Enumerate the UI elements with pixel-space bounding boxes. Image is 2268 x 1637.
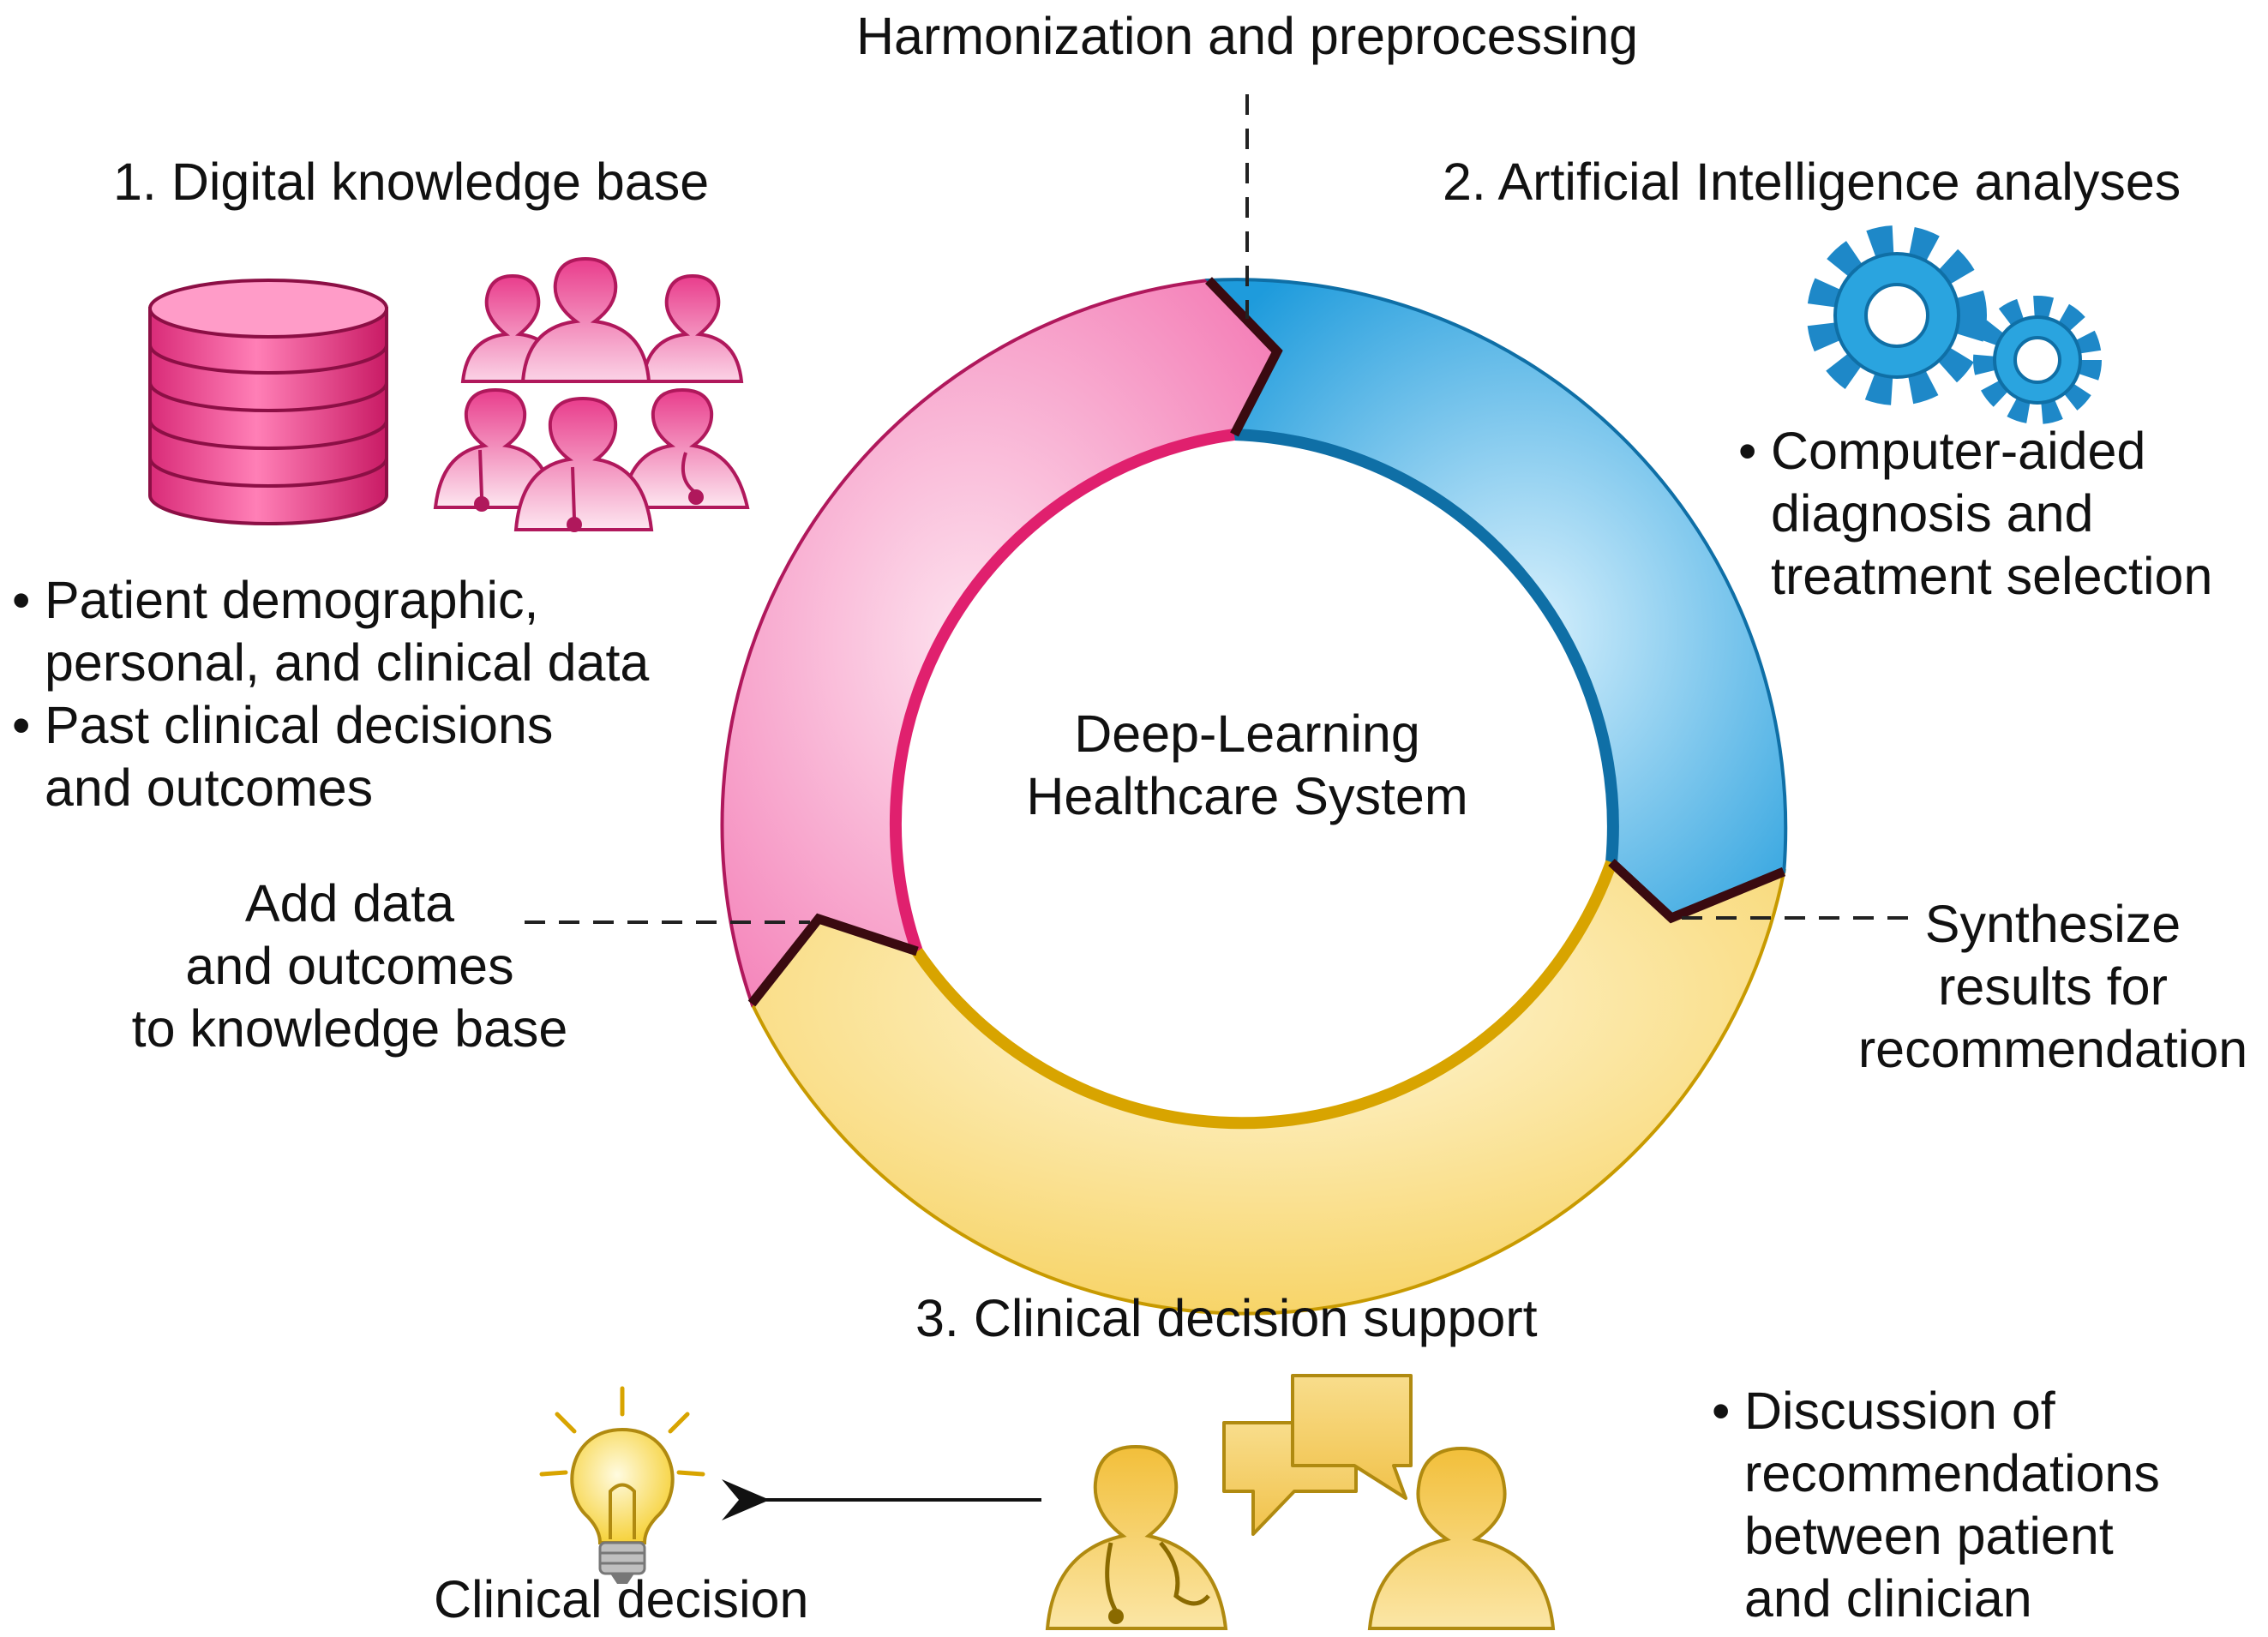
clinician-group-icon [433,387,750,532]
inner-arc-yellow [912,860,1617,1130]
stage1-title: 1. Digital knowledge base [113,153,710,211]
center-label: Deep-Learning Healthcare System [1026,705,1468,825]
stage2-title: 2. Artificial Intelligence analyses [1443,153,2181,211]
stage1-bullet-list: Patient demographic, personal, and clini… [12,569,649,819]
lightbulb-icon [539,1386,705,1584]
stage3-bullet-1: Discussion of recommendations between pa… [1712,1380,2160,1630]
inner-arc-blue [1233,429,1619,863]
arrow-divider-left [747,913,919,1007]
feedback-label: Add data and outcomes to knowledge base [131,874,568,1058]
synthesize-label: Synthesize results for recommendation [1857,895,2248,1078]
stage3-bullet-list: Discussion of recommendations between pa… [1712,1380,2160,1630]
stage1-bullet-2: Past clinical decisions and outcomes [12,694,649,819]
patient-figure [1367,1446,1556,1630]
clinical-decision-label: Clinical decision [434,1570,809,1628]
arrow-divider-right [1608,858,1786,924]
patient-group-icon [460,256,744,383]
clinician-figure [1045,1444,1228,1630]
stage2-bullet-1: Computer-aided diagnosis and treatment s… [1738,420,2212,608]
conversation-icon [1045,1374,1556,1630]
database-icon [148,279,388,525]
stage3-title: 3. Clinical decision support [915,1289,1538,1347]
harmonization-label: Harmonization and preprocessing [855,7,1639,65]
ring-segment-pink [720,278,1280,1008]
inner-arc-pink [890,429,1235,954]
speech-bubble-right [1291,1374,1413,1500]
gears-icon [1807,225,2102,424]
stage1-bullet-1: Patient demographic, personal, and clini… [12,569,649,694]
stage2-bullet-list: Computer-aided diagnosis and treatment s… [1738,420,2212,608]
arrow-divider-top [1205,277,1283,437]
